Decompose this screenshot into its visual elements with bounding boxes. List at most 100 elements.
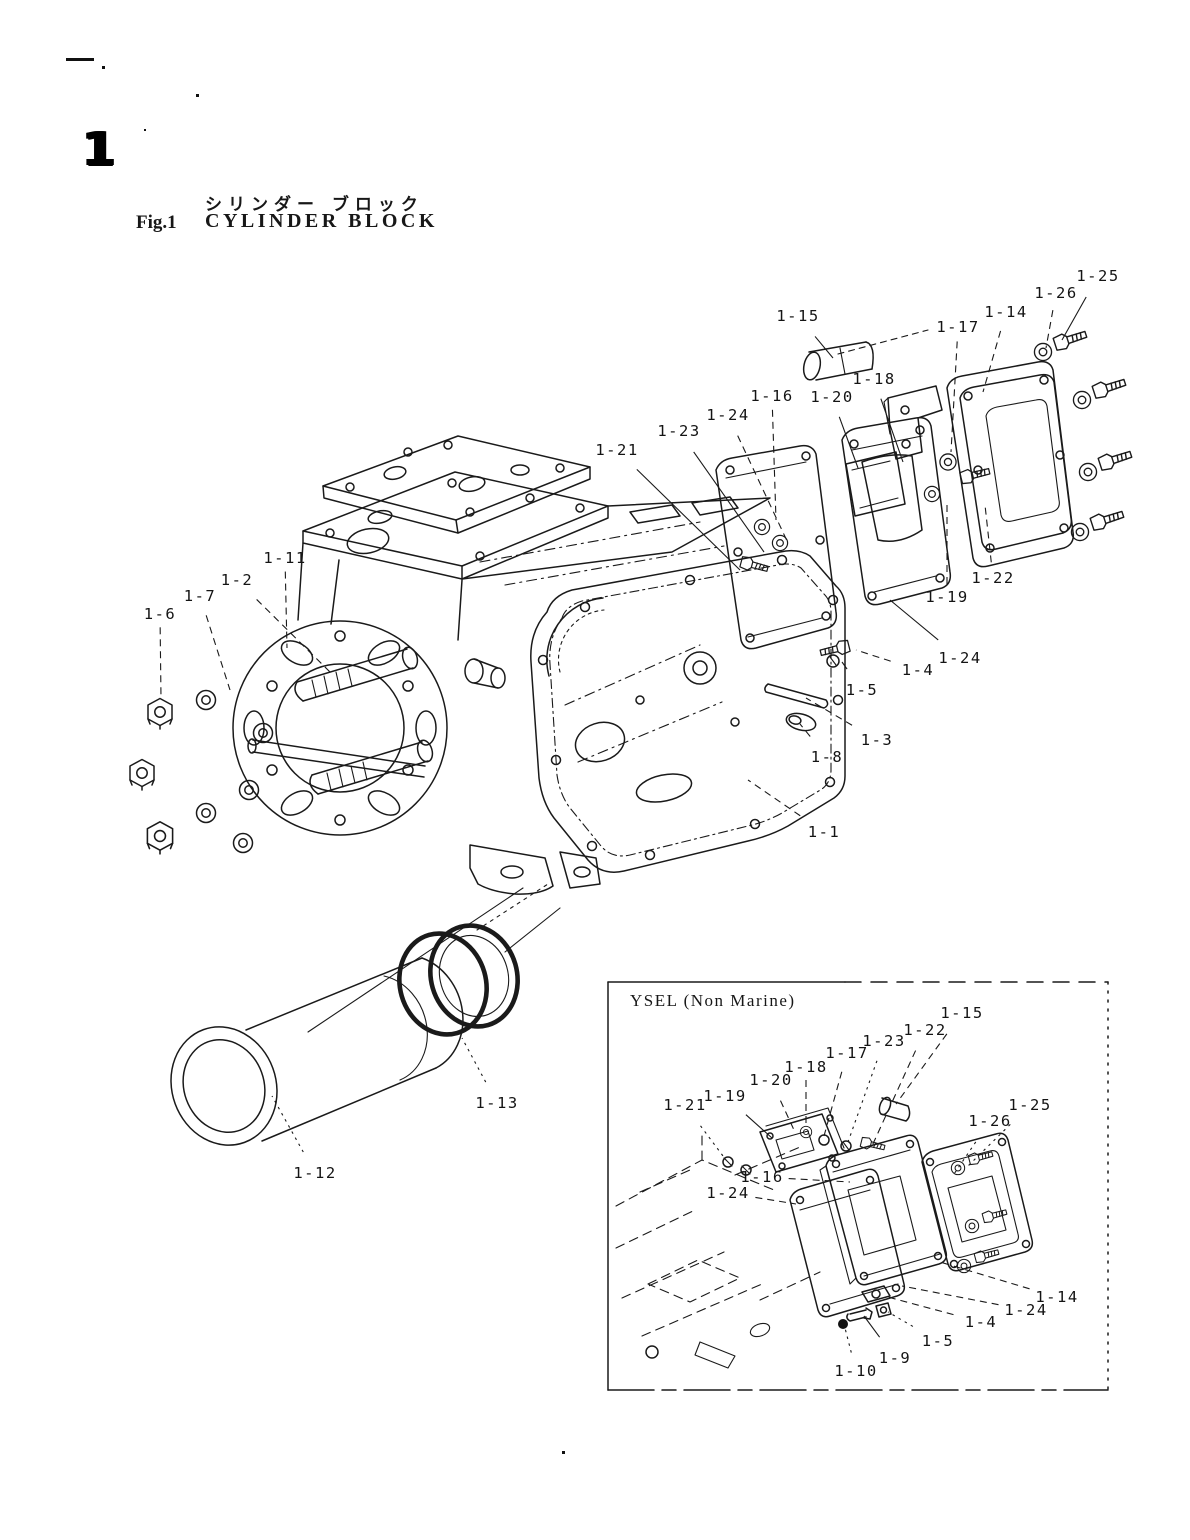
part-label: 1-25: [1076, 267, 1120, 285]
leader-line: [844, 1327, 852, 1353]
leader-line: [771, 409, 777, 521]
part-label: 1-17: [936, 318, 980, 336]
side-gasket-sketch: [715, 444, 838, 650]
part-label: 1-14: [1035, 1288, 1079, 1306]
leader-line: [863, 1315, 881, 1338]
page-number-tab: 1: [82, 122, 115, 176]
leader-line: [284, 571, 288, 649]
scan-artifact: [196, 94, 199, 97]
leader-line: [841, 661, 848, 670]
cover-fasteners-sketch: [923, 453, 992, 503]
block-rear-face-sketch: [530, 549, 846, 873]
inset-cover-sketch: [819, 1134, 948, 1286]
top-cover-plate-sketch: [322, 435, 591, 534]
part-label: 1-10: [834, 1362, 878, 1380]
part-label: 1-18: [852, 370, 896, 388]
part-label: 1-16: [750, 387, 794, 405]
inset-box-border: [607, 981, 1109, 1391]
dowel-pin-sketch: [802, 329, 929, 381]
part-label: 1-5: [845, 681, 879, 699]
inset-box-title: YSEL (Non Marine): [630, 991, 796, 1010]
leader-line: [779, 1100, 795, 1131]
inset-bracket-sketch: [722, 1096, 911, 1176]
part-label: 1-17: [825, 1044, 869, 1062]
part-label: 1-23: [657, 422, 701, 440]
part-label: 1-22: [903, 1021, 947, 1039]
head-deck-plate-sketch: [302, 471, 609, 580]
leader-line: [256, 599, 331, 673]
leader-line: [895, 1033, 948, 1105]
part-label: 1-5: [921, 1332, 955, 1350]
leader-line: [745, 1114, 773, 1139]
end-cover-sketch: [946, 360, 1075, 568]
leader-line: [737, 435, 789, 544]
part-label: 1-11: [263, 549, 307, 567]
leader-line: [693, 451, 765, 553]
leader-line: [805, 697, 853, 726]
block-foot-sketch: [469, 844, 601, 895]
part-label: 1-3: [860, 731, 894, 749]
leader-line: [1045, 310, 1054, 349]
part-label: 1-26: [968, 1112, 1012, 1130]
part-label: 1-4: [901, 661, 935, 679]
leader-line: [950, 341, 958, 453]
part-label: 1-7: [183, 587, 217, 605]
part-label: 1-15: [940, 1004, 984, 1022]
gasket-fixings-sketch: [738, 518, 789, 576]
part-label: 1-18: [784, 1058, 828, 1076]
part-label: 1-24: [938, 649, 982, 667]
nuts-washers-sketch: [129, 689, 274, 855]
figure-number: Fig.1: [136, 212, 177, 233]
leader-line: [461, 1037, 487, 1083]
inset-gasket-sketch: [789, 1168, 906, 1318]
part-label: 1-23: [862, 1032, 906, 1050]
leader-line: [838, 416, 859, 469]
part-label: 1-12: [293, 1164, 337, 1182]
leader-line: [700, 1125, 727, 1161]
part-label: 1-6: [143, 605, 177, 623]
part-label: 1-16: [740, 1168, 784, 1186]
leader-line: [880, 398, 904, 463]
leader-line: [788, 1177, 851, 1183]
part-label: 1-19: [925, 588, 969, 606]
part-label: 1-14: [984, 303, 1028, 321]
figure-title-japanese: シリンダー ブロック: [205, 195, 424, 215]
leader-line: [855, 649, 891, 662]
leader-line: [965, 1124, 1011, 1169]
leader-line: [636, 468, 741, 571]
leader-line: [889, 599, 939, 641]
small-parts-sketch: [764, 638, 852, 732]
leader-line: [953, 1141, 977, 1175]
leader-line: [814, 336, 834, 359]
part-label: 1-24: [706, 406, 750, 424]
side-cover-sketch: [841, 416, 952, 606]
leader-line: [159, 627, 162, 699]
front-plate-sketch: [232, 620, 448, 836]
part-label: 1-26: [1034, 284, 1078, 302]
figure-title: CYLINDER BLOCK: [205, 210, 438, 232]
bracket-sketch: [883, 385, 943, 460]
part-label: 1-21: [663, 1096, 707, 1114]
part-label: 1-15: [776, 307, 820, 325]
leader-line: [271, 1095, 304, 1153]
part-label: 1-21: [595, 441, 639, 459]
part-label: 1-20: [749, 1071, 793, 1089]
cylinder-liner-sketch: [170, 957, 464, 1146]
scan-artifact: [66, 58, 94, 61]
leader-line: [901, 1285, 999, 1306]
part-label: 1-8: [810, 748, 844, 766]
leader-line: [883, 1295, 954, 1316]
stud-bolts-sketch: [294, 646, 434, 795]
leader-line: [887, 1311, 914, 1327]
o-rings-sketch: [397, 923, 520, 1037]
inset-ghost-details: [645, 1322, 771, 1369]
small-cover-sketch: [845, 451, 906, 517]
scan-artifact: [562, 1451, 565, 1454]
part-label: 1-22: [971, 569, 1015, 587]
scan-artifact: [102, 66, 105, 69]
part-label: 1-4: [964, 1313, 998, 1331]
inset-ghost-block-sketch: [615, 1131, 821, 1337]
